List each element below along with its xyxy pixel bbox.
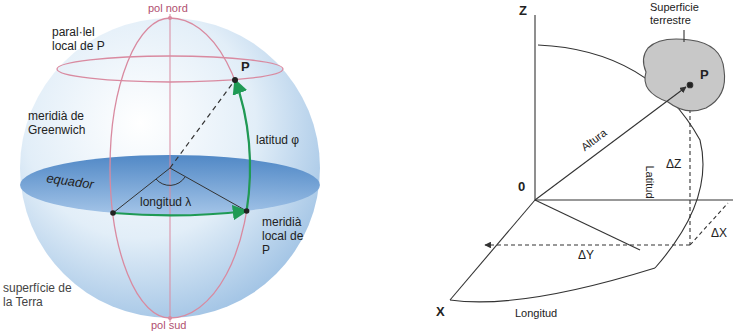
local-parallel [57, 56, 283, 82]
height-label: Altura [579, 126, 610, 153]
point-p [687, 82, 693, 88]
point [110, 210, 116, 216]
origin-label: 0 [518, 180, 525, 195]
delta-label: ΔZ [666, 158, 681, 172]
dy-line [485, 244, 690, 245]
pole-label: pol sud [151, 319, 186, 332]
longitude-arc [113, 211, 247, 215]
delta-label: ΔX [711, 227, 727, 241]
coordinate-sketch [450, 15, 733, 302]
dx-line [690, 203, 728, 245]
equator-arc [450, 268, 655, 302]
latitude-label: latitud φ [256, 134, 299, 148]
latitude-arc [235, 80, 250, 211]
latitude-label: Latitud [644, 165, 657, 198]
y-axis [535, 199, 733, 200]
axis-label: Z [519, 4, 527, 19]
delta-label: ΔY [578, 249, 594, 263]
globe [20, 14, 320, 322]
meridian-label: meridià de Greenwich [28, 110, 102, 138]
x-axis [450, 200, 535, 300]
pole [168, 16, 172, 20]
longitude-label: Longitud [515, 307, 557, 320]
z-axis [534, 15, 535, 200]
radius-line [170, 80, 235, 168]
angle-arc [156, 177, 185, 185]
surface-label: Superficie terrestre [650, 1, 722, 26]
dz-line [689, 95, 690, 245]
pole-label: pol nord [148, 2, 188, 15]
height-vector [535, 87, 686, 200]
parallel-label: paral·lel local de P [52, 26, 118, 54]
point-label: P [700, 68, 709, 83]
point [244, 208, 250, 214]
surface-label: superfície de la Terra [3, 282, 73, 310]
greenwich-meridian [110, 18, 170, 318]
meridian-label: meridià local de P [262, 216, 314, 257]
longitude-label: longitud λ [140, 196, 191, 210]
terrain-surface [643, 39, 724, 111]
projection-line [535, 200, 640, 250]
point-p [232, 77, 238, 83]
axis-label: X [436, 305, 445, 320]
local-meridian [170, 18, 250, 318]
leader-line [683, 30, 684, 42]
point-label: P [241, 60, 250, 75]
